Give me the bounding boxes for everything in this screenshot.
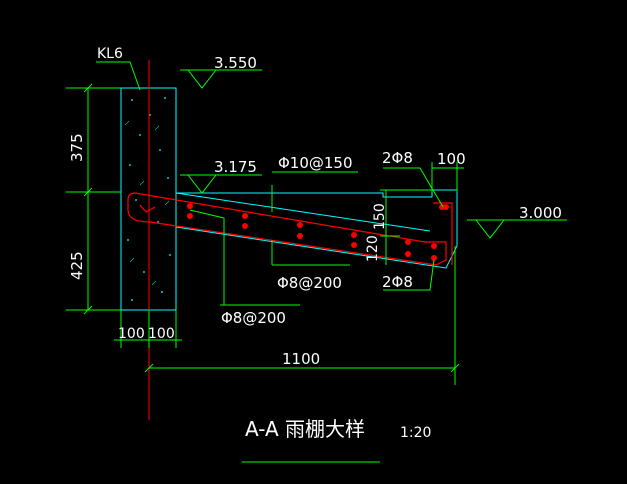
rebar-bottom-label: Φ8@200 — [221, 309, 286, 327]
elevation-mid: 3.175 — [214, 158, 257, 176]
dimension-lines — [66, 61, 567, 463]
drawing-title: A-A 雨棚大样 — [245, 417, 365, 441]
dim-425: 425 — [68, 251, 86, 280]
dim-100-top: 100 — [437, 150, 466, 168]
drawing-scale: 1:20 — [400, 425, 431, 441]
elevation-end: 3.000 — [519, 204, 562, 222]
dim-100-right: 100 — [148, 326, 175, 342]
upstand-top-label: 2Φ8 — [382, 149, 413, 167]
rebar-cage — [127, 192, 453, 266]
beam-label: KL6 — [97, 46, 123, 62]
dim-100-left: 100 — [118, 326, 145, 342]
rebar-top-label: Φ10@150 — [278, 154, 353, 172]
dim-375: 375 — [68, 133, 86, 162]
dim-1100: 1100 — [282, 350, 320, 368]
canopy-slab — [175, 189, 458, 269]
rebar-dist-label: Φ8@200 — [277, 274, 342, 292]
rebar-dots — [187, 203, 449, 261]
elevation-top: 3.550 — [214, 54, 257, 72]
dim-120: 120 — [365, 235, 381, 262]
text-labels: KL6 3.550 3.175 3.000 Φ10@150 Φ8@200 Φ8@… — [68, 46, 562, 441]
upstand-bottom-label: 2Φ8 — [382, 273, 413, 291]
dim-150: 150 — [372, 203, 388, 230]
